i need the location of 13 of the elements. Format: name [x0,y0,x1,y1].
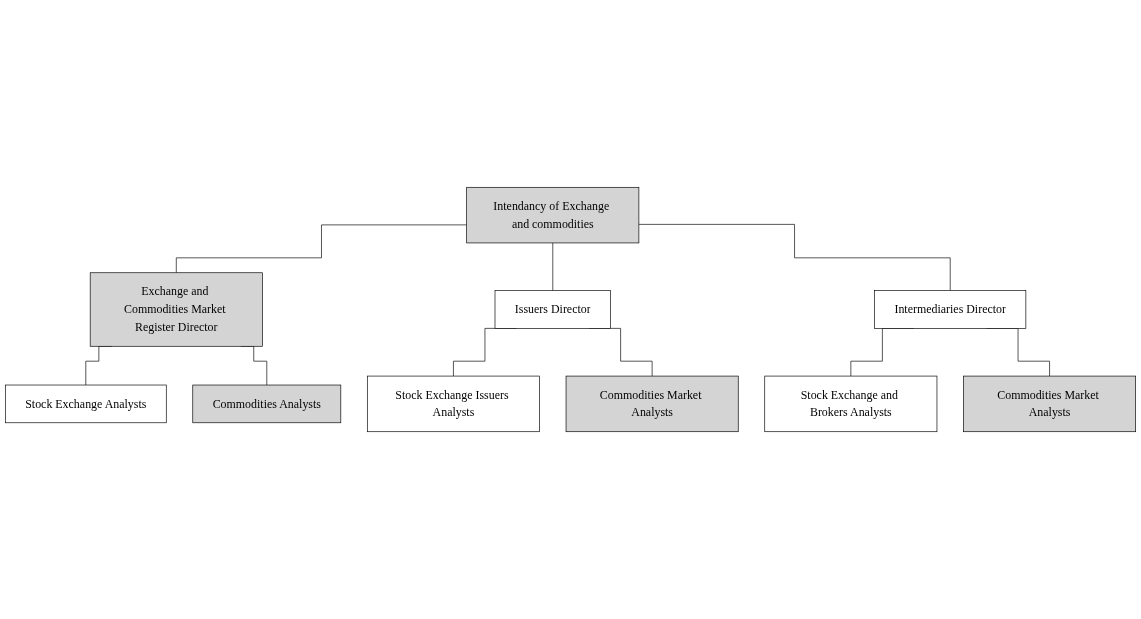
node-box: Intendancy of Exchange and commodities [466,186,640,244]
node-box: Commodities Market Analysts [565,375,739,433]
node-box: Intermediaries Director [874,290,1027,329]
connector [175,224,467,274]
connector [552,242,554,291]
node-box: Commodities Analysts [192,384,342,424]
node-box: Stock Exchange and Brokers Analysts [764,375,938,433]
node-box: Stock Exchange Analysts [5,384,167,424]
node-box: Commodities Market Analysts [963,375,1136,433]
node-box: Issuers Director [494,290,611,329]
connector [638,224,951,291]
node-box: Exchange and Commodities Market Register Director [89,272,263,347]
node-box: Stock Exchange Issuers Analysts [367,375,540,433]
